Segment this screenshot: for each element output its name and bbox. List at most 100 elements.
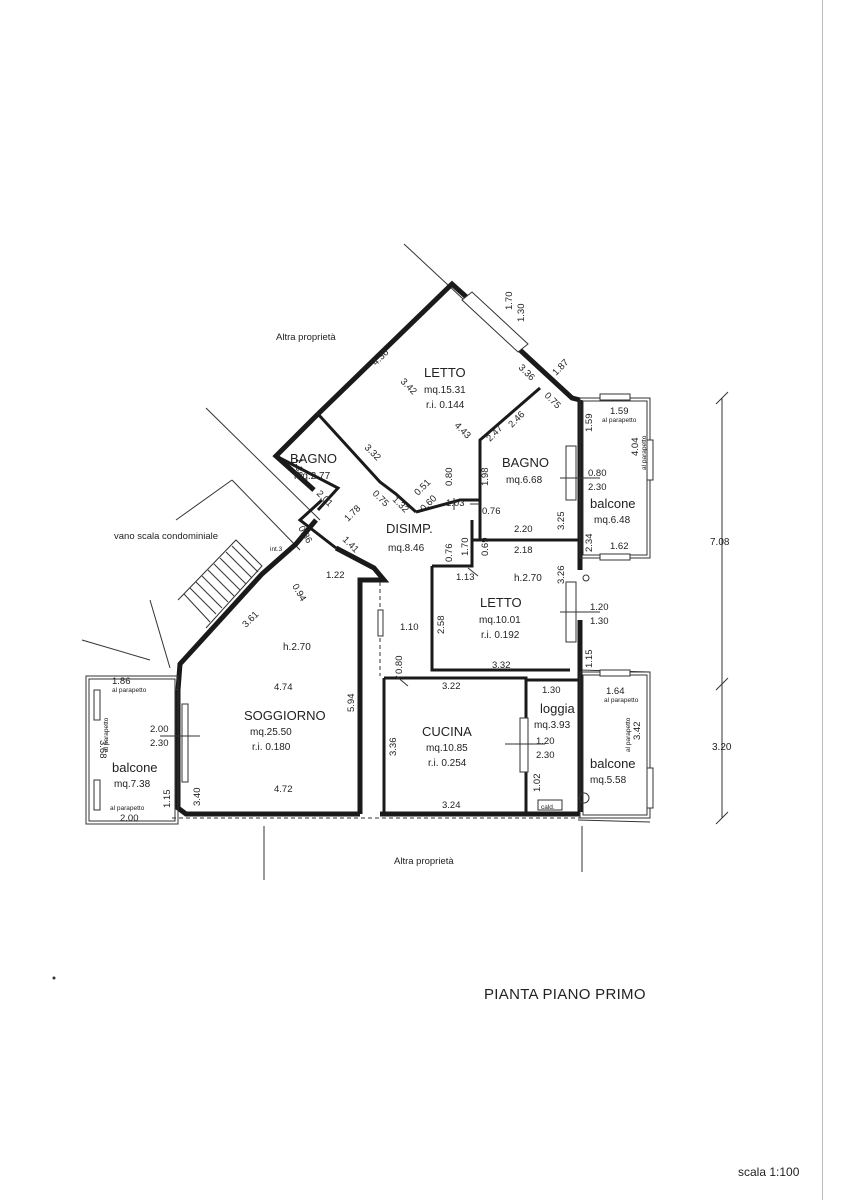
- room-name: loggia: [540, 701, 575, 716]
- room-ri: r.i. 0.192: [481, 630, 520, 641]
- label-altra-proprieta-bottom: Altra proprietà: [394, 856, 454, 867]
- room-cucina: CUCINA mq.10.85 r.i. 0.254: [422, 724, 472, 769]
- dim: 1.70: [460, 538, 471, 557]
- dim: 1.13: [456, 572, 475, 583]
- dim: 1.87: [550, 357, 571, 378]
- dim: 0.75: [370, 488, 391, 509]
- dim: 2.18: [514, 545, 533, 556]
- room-area: mq.25.50: [250, 727, 292, 738]
- room-ri: r.i. 0.254: [428, 758, 467, 769]
- room-area: mq.2.77: [294, 471, 331, 482]
- dim: 2.00: [150, 724, 169, 735]
- dim: 2.00: [120, 813, 139, 824]
- boiler: [537, 574, 590, 811]
- room-name: SOGGIORNO: [244, 708, 326, 723]
- room-area: mq.15.31: [424, 385, 466, 396]
- dim: 1.30: [590, 616, 609, 627]
- dim: 2.47: [484, 423, 505, 444]
- dim: 2.20: [514, 524, 533, 535]
- dim-total: 3.20: [712, 742, 732, 753]
- parapetto-note: al parapetto: [103, 717, 110, 752]
- dim: 1.30: [516, 304, 527, 323]
- dim: 3.26: [556, 566, 567, 585]
- dim: 1.62: [610, 541, 629, 552]
- dim: 4.36: [370, 347, 391, 368]
- dim: 3.32: [492, 660, 511, 671]
- dim: 2.30: [536, 750, 555, 761]
- dim: 1.86: [112, 676, 131, 687]
- dim: 1.20: [590, 602, 609, 613]
- dim: 3.36: [388, 738, 399, 757]
- dim: 0.76: [444, 544, 455, 563]
- room-name: CUCINA: [422, 724, 472, 739]
- room-name: LETTO: [480, 595, 522, 610]
- label-altra-proprieta-top: Altra proprietà: [276, 332, 336, 343]
- sheet-right-border: [822, 0, 823, 1200]
- label-int: int.3: [270, 546, 283, 553]
- dim: 1.32: [390, 494, 411, 515]
- room-letto-big: LETTO mq.15.31 r.i. 0.144: [424, 365, 466, 411]
- label-cald: cald.: [541, 804, 555, 811]
- dim: 4.74: [274, 682, 293, 693]
- general-labels: Altra proprietà Altra proprietà vano sca…: [103, 332, 648, 867]
- dim: 3.32: [362, 442, 383, 463]
- dim: 1.15: [162, 790, 173, 809]
- dim: 3.25: [556, 512, 567, 531]
- dim: 0.80: [394, 656, 405, 675]
- room-balcone-right-top: balcone mq.6.48: [590, 496, 636, 526]
- room-area: mq.6.48: [594, 515, 631, 526]
- room-name: balcone: [112, 760, 158, 775]
- room-letto-small: h.2.70 LETTO mq.10.01 r.i. 0.192: [479, 573, 542, 641]
- dim: 0.69: [480, 538, 491, 557]
- dim-total: 7.08: [710, 537, 730, 548]
- dim: 1.64: [606, 686, 625, 697]
- label-vano-scala: vano scala condominiale: [114, 531, 218, 542]
- dim: 3.24: [442, 800, 461, 811]
- room-area: mq.6.68: [506, 475, 543, 486]
- dim: 3.22: [442, 681, 461, 692]
- dim: 1.38: [293, 458, 304, 477]
- dim: 1.03: [446, 498, 465, 509]
- dim: 3.42: [398, 376, 419, 397]
- parapetto-note: al parapetto: [602, 417, 637, 424]
- parapetto-note: al parapetto: [625, 717, 632, 752]
- room-soggiorno: h.2.70 SOGGIORNO mq.25.50 r.i. 0.180: [244, 642, 326, 753]
- dim: 1.10: [400, 622, 419, 633]
- dim: 2.30: [150, 738, 169, 749]
- dim: 0.80: [588, 468, 607, 479]
- dim: 1.02: [532, 774, 543, 793]
- room-area: mq.8.46: [388, 543, 425, 554]
- dim: 2.46: [506, 409, 527, 430]
- dim: 3.40: [192, 788, 203, 807]
- dimension-chain-right: [160, 391, 729, 825]
- dim: 5.94: [346, 694, 357, 713]
- dim: 4.43: [452, 420, 473, 441]
- room-bagno-right: BAGNO mq.6.68: [502, 455, 549, 486]
- dim: 0.94: [289, 582, 308, 604]
- dim: 1.59: [584, 414, 595, 433]
- dim: 2.58: [436, 616, 447, 635]
- dim: 1.98: [480, 468, 491, 487]
- room-area: mq.10.85: [426, 743, 468, 754]
- room-ri: r.i. 0.180: [252, 742, 291, 753]
- room-name: balcone: [590, 756, 636, 771]
- drawing-title: PIANTA PIANO PRIMO: [484, 986, 646, 1003]
- balcony-right-bottom: [579, 669, 654, 819]
- room-area: mq.5.58: [590, 775, 627, 786]
- dim: 1.20: [536, 736, 555, 747]
- parapetto-note: al parapetto: [112, 687, 147, 694]
- room-loggia: loggia mq.3.93: [534, 701, 575, 731]
- dim: 1.15: [584, 650, 595, 669]
- dim: 3.61: [240, 609, 261, 630]
- room-name: LETTO: [424, 365, 466, 380]
- parapetto-note: al parapetto: [641, 435, 648, 470]
- room-area: mq.3.93: [534, 720, 571, 731]
- room-balcone-right-bottom: balcone mq.5.58: [590, 756, 636, 786]
- outer-walls: [175, 280, 583, 817]
- dim: 3.68: [97, 740, 108, 759]
- dim: 1.22: [326, 570, 345, 581]
- dim: 1.59: [610, 406, 629, 417]
- staircase: [175, 479, 301, 629]
- parapetto-note: al parapetto: [604, 697, 639, 704]
- dim: 4.72: [274, 784, 293, 795]
